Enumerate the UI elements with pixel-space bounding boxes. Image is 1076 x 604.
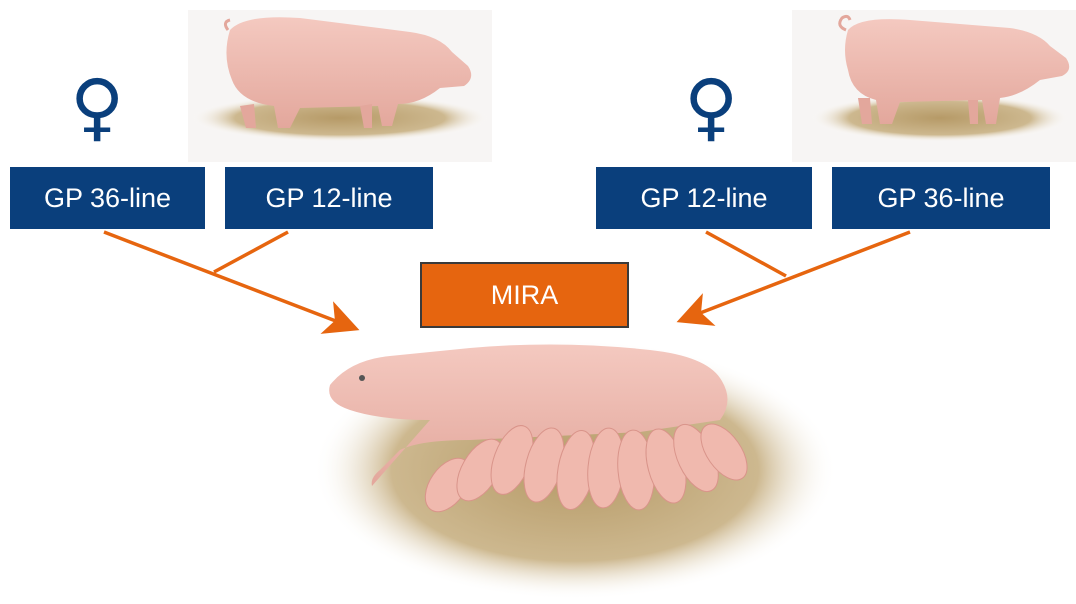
left-female-line-label: GP 36-line [44,183,171,214]
left-female-line-box: GP 36-line [10,167,205,229]
female-symbol-icon: ♀ [684,70,738,144]
left-male-line-box: GP 12-line [225,167,433,229]
right-female-line-box: GP 12-line [596,167,812,229]
right-join-line [706,232,786,276]
right-boar-image [792,10,1076,162]
right-cross-arrows [682,232,910,320]
female-symbol-icon: ♀ [70,70,124,144]
left-boar-image [188,10,492,162]
left-arrow-line [104,232,354,328]
left-male-line-label: GP 12-line [265,183,392,214]
right-female-line-label: GP 12-line [640,183,767,214]
offspring-box: MIRA [420,262,629,328]
right-male-line-label: GP 36-line [877,183,1004,214]
right-male-line-box: GP 36-line [832,167,1050,229]
left-cross-arrows [104,232,354,328]
right-arrow-line [682,232,910,320]
offspring-label: MIRA [491,280,559,311]
left-join-line [214,232,288,272]
sow-with-piglets-image [313,340,837,600]
